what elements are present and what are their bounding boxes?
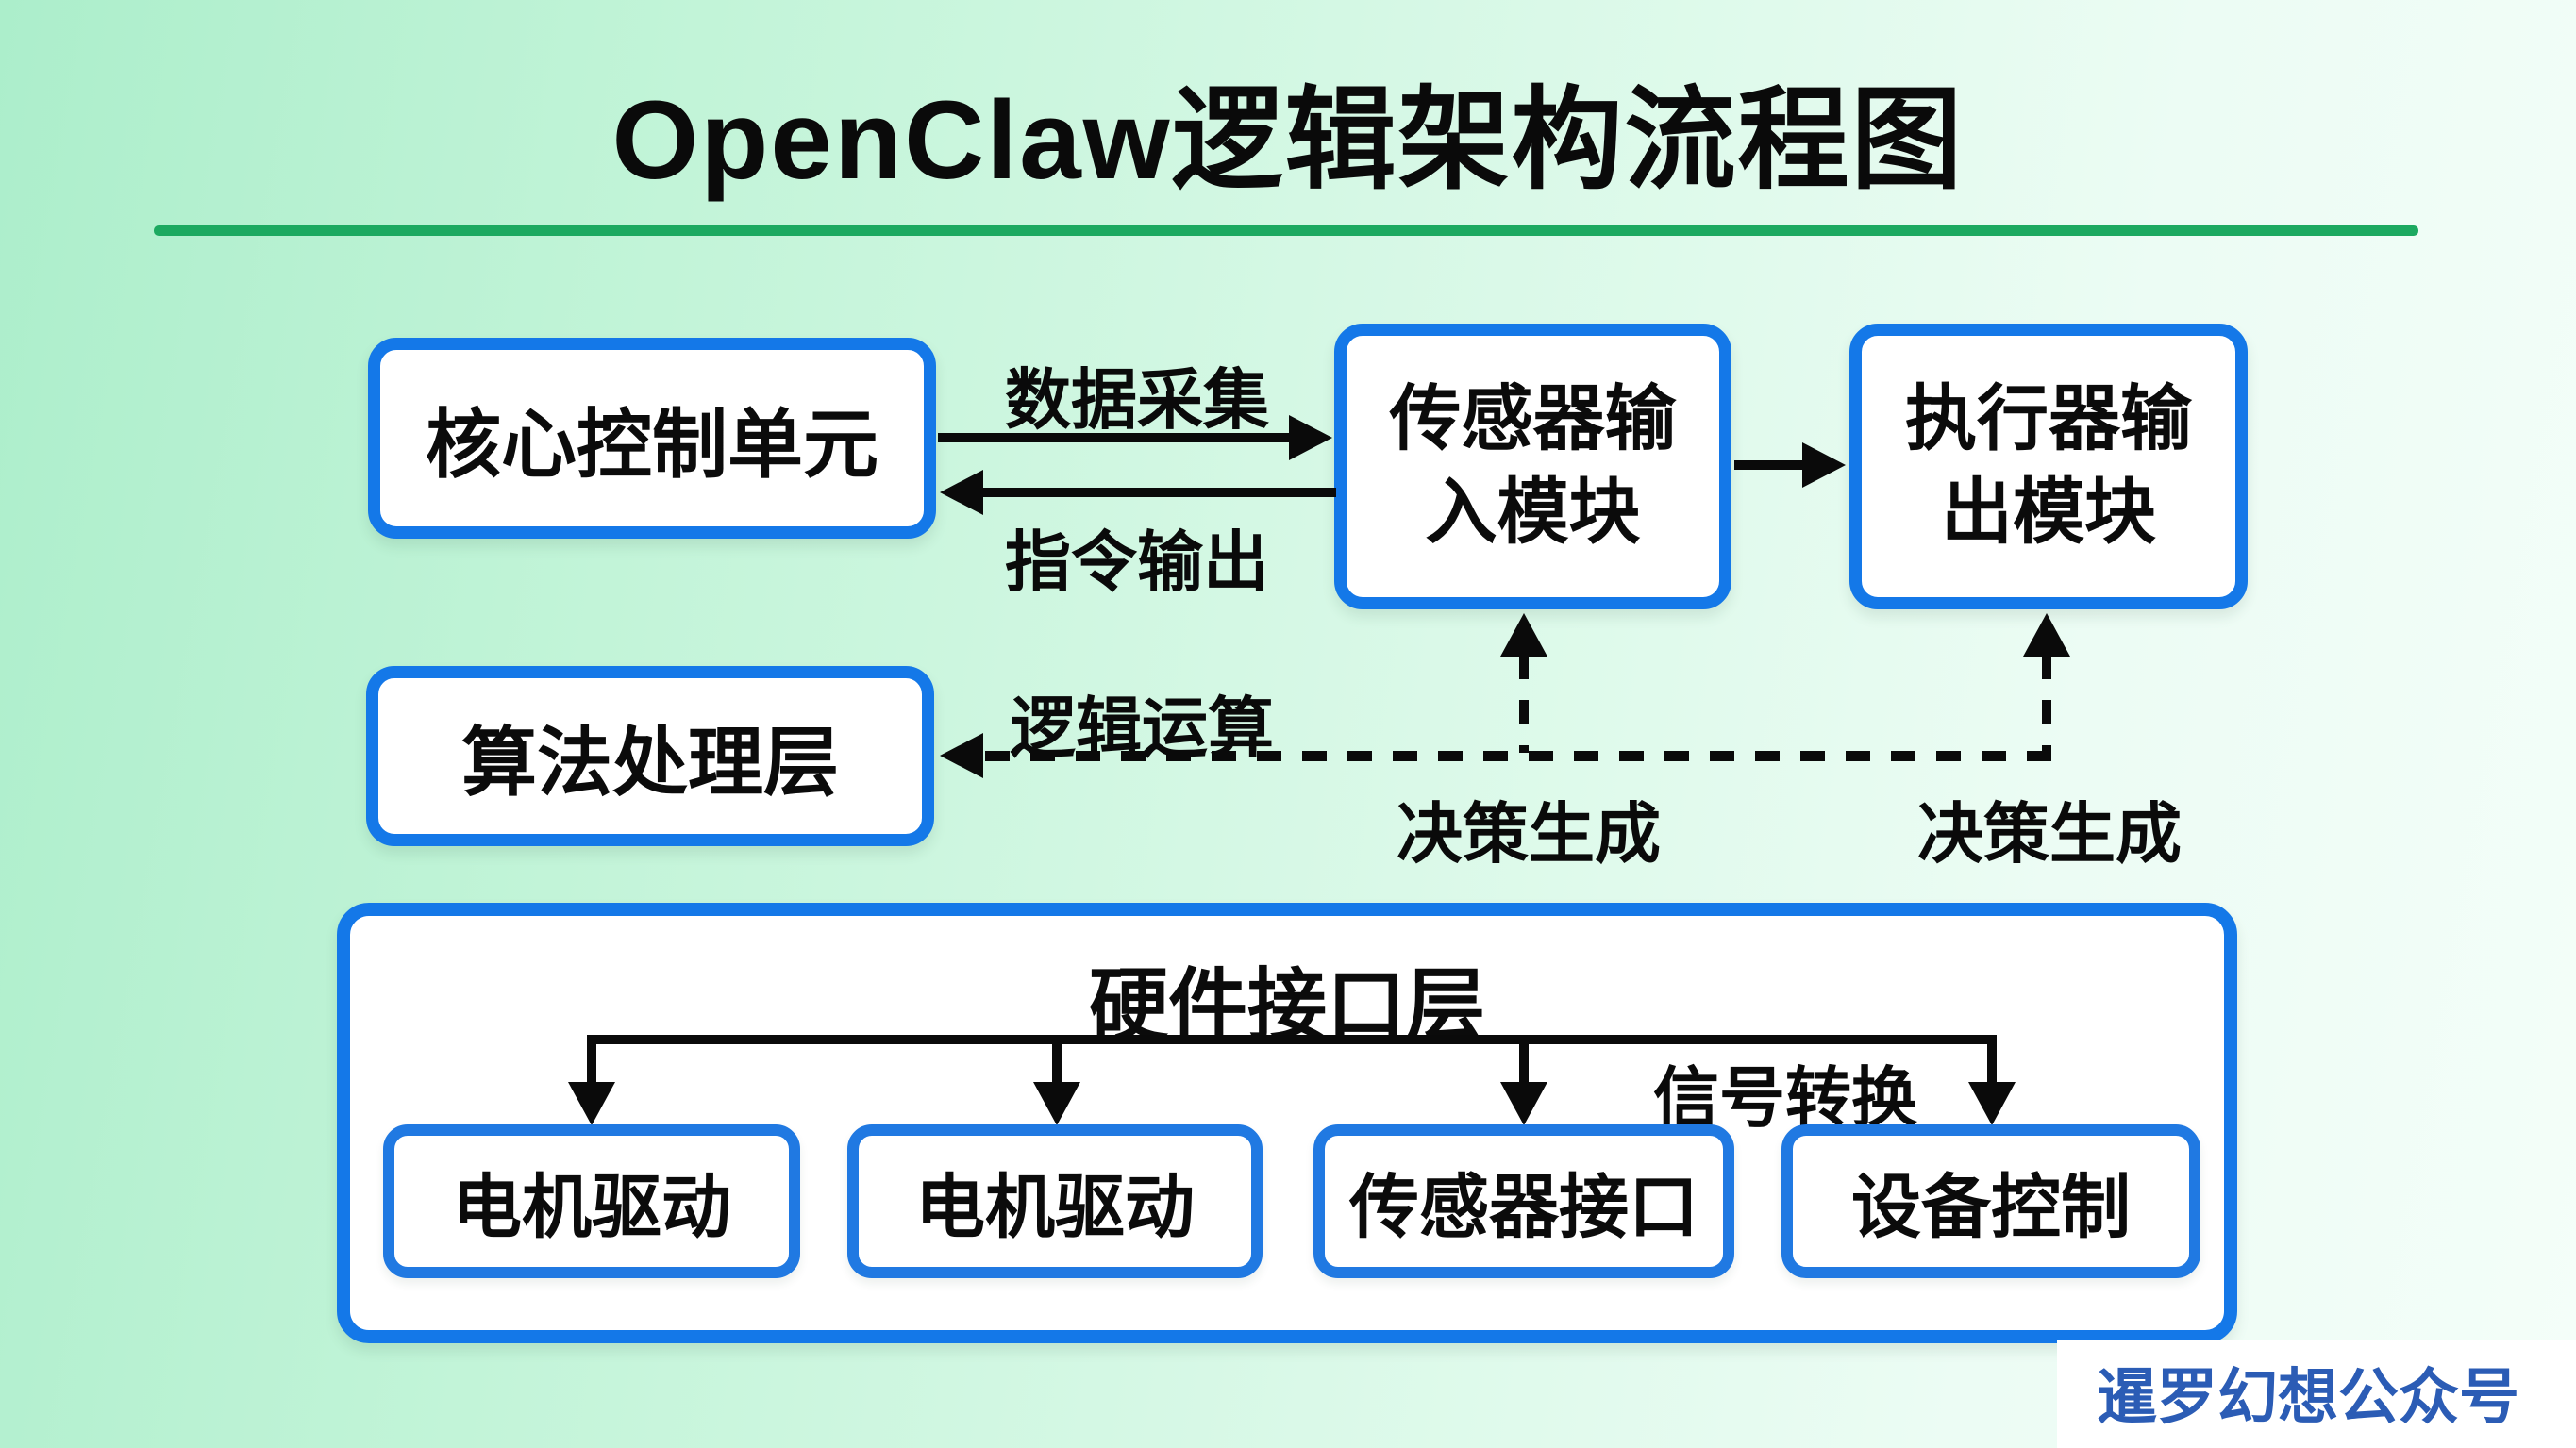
watermark-text: 暹罗幻想公众号	[2097, 1363, 2519, 1431]
branch-arrow-3-head	[1500, 1082, 1547, 1125]
arrow-sensor-to-actuator-head	[1802, 442, 1846, 488]
branch-arrow-4-head	[1968, 1082, 2016, 1125]
dashed-line-to-actuator-module	[2042, 655, 2051, 753]
node-label: 设备控制	[1851, 1168, 2131, 1246]
node-label-line1: 传感器输	[1389, 378, 1677, 459]
dashed-arrow-to-actuator-module-head	[2023, 613, 2070, 657]
arrow-data-acquisition-head	[1289, 415, 1332, 460]
node-algorithm-processing-layer: 算法处理层	[366, 666, 934, 846]
node-label: 算法处理层	[461, 720, 839, 805]
node-label: 电机驱动	[915, 1168, 1195, 1246]
branch-arrow-3-shaft	[1519, 1035, 1529, 1084]
node-label-line1: 执行器输	[1905, 378, 2192, 459]
watermark-badge: 暹罗幻想公众号	[2057, 1340, 2576, 1448]
branch-arrow-2-head	[1033, 1082, 1080, 1125]
arrow-command-output-shaft	[981, 488, 1336, 497]
node-label: 电机驱动	[452, 1168, 731, 1246]
node-core-control-unit: 核心控制单元	[368, 338, 936, 539]
edge-label-data-acquisition: 数据采集	[1005, 363, 1269, 437]
node-motor-drive-1: 电机驱动	[383, 1124, 800, 1278]
arrow-command-output-head	[940, 470, 983, 515]
edge-label-decision-generation-left: 决策生成	[1397, 797, 1661, 871]
branch-arrow-1-head	[568, 1082, 615, 1125]
node-label: 传感器接口	[1349, 1168, 1698, 1246]
arrow-data-acquisition-shaft	[938, 433, 1293, 442]
edge-label-signal-conversion: 信号转换	[1653, 1061, 1917, 1135]
edge-label-decision-generation-right: 决策生成	[1917, 797, 2182, 871]
node-label-line2: 入模块	[1425, 472, 1641, 553]
node-motor-drive-2: 电机驱动	[847, 1124, 1263, 1278]
page-title: OpenClaw逻辑架构流程图	[611, 78, 1965, 203]
node-label: 核心控制单元	[426, 402, 878, 487]
node-actuator-output-module: 执行器输 出模块	[1849, 324, 2248, 609]
dashed-arrow-to-sensor-module-head	[1500, 613, 1547, 657]
node-label-line2: 出模块	[1941, 472, 2156, 553]
dashed-line-to-sensor-module	[1519, 655, 1529, 753]
hardware-branch-line	[587, 1035, 1997, 1044]
branch-arrow-2-shaft	[1052, 1035, 1062, 1084]
dashed-line-horizontal	[985, 751, 2051, 761]
dashed-arrow-logic-operation-head	[940, 733, 983, 778]
branch-arrow-4-shaft	[1987, 1035, 1997, 1084]
title-underline-rule	[154, 225, 2418, 236]
branch-arrow-1-shaft	[587, 1035, 596, 1084]
edge-label-command-output: 指令输出	[1005, 525, 1269, 599]
node-device-control: 设备控制	[1781, 1124, 2200, 1278]
node-sensor-input-module: 传感器输 入模块	[1334, 324, 1731, 609]
arrow-sensor-to-actuator-shaft	[1734, 460, 1806, 470]
node-sensor-interface: 传感器接口	[1313, 1124, 1734, 1278]
